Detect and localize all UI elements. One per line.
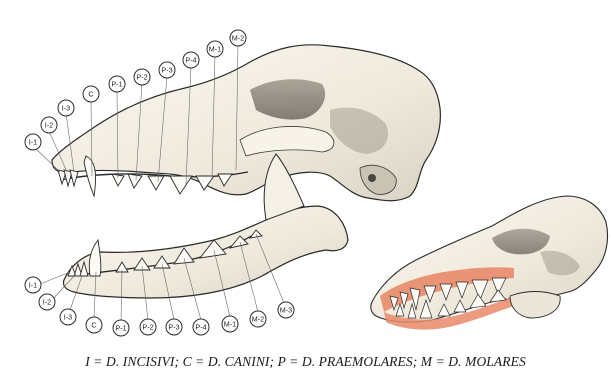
svg-text:I-2: I-2: [45, 121, 53, 130]
svg-text:M-2: M-2: [232, 34, 244, 43]
svg-text:C: C: [91, 321, 96, 330]
svg-text:M-1: M-1: [209, 45, 221, 54]
small-skull: [371, 196, 608, 330]
svg-text:P-1: P-1: [111, 80, 122, 89]
svg-text:M-1: M-1: [224, 320, 236, 329]
svg-text:P-4: P-4: [195, 323, 206, 332]
svg-text:P-2: P-2: [136, 73, 147, 82]
svg-text:I-1: I-1: [29, 281, 37, 290]
svg-text:I-1: I-1: [29, 138, 37, 147]
svg-text:P-3: P-3: [161, 66, 172, 75]
large-skull-cranium: [52, 45, 440, 201]
svg-text:I-3: I-3: [62, 104, 70, 113]
legend-caption: I = D. INCISIVI; C = D. CANINI; P = D. P…: [0, 354, 611, 370]
svg-text:C: C: [88, 90, 93, 99]
svg-text:I-3: I-3: [64, 313, 72, 322]
svg-text:M-3: M-3: [280, 306, 292, 315]
svg-text:I-2: I-2: [43, 298, 51, 307]
svg-text:P-3: P-3: [168, 323, 179, 332]
svg-text:M-2: M-2: [252, 315, 264, 324]
svg-text:P-1: P-1: [115, 324, 126, 333]
svg-text:P-2: P-2: [142, 323, 153, 332]
svg-text:P-4: P-4: [185, 56, 196, 65]
